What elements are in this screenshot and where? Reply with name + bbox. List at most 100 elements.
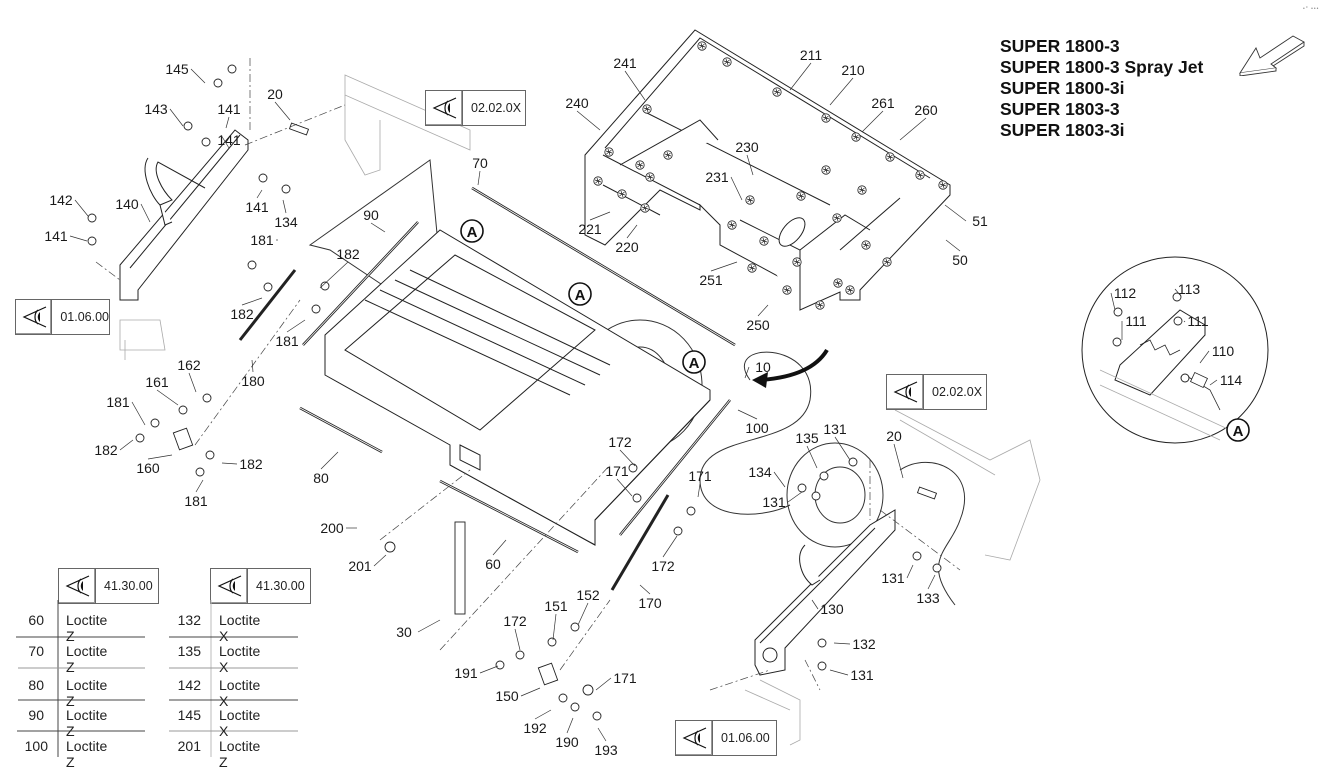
part-label-170: 170 — [638, 595, 662, 611]
part-number: 70 — [28, 643, 44, 659]
part-label-172: 172 — [503, 613, 527, 629]
leader-line — [534, 709, 552, 720]
eye-view-icon — [16, 300, 53, 334]
part-label-51: 51 — [972, 213, 988, 229]
part-number: 60 — [28, 612, 44, 628]
leader-line — [119, 439, 134, 451]
model-list: SUPER 1800-3 SUPER 1800-3 Spray Jet SUPE… — [1000, 36, 1203, 141]
part-label-134: 134 — [274, 214, 298, 230]
leader-line — [829, 77, 854, 106]
reference-code: 02.02.0X — [932, 385, 983, 399]
leader-line — [320, 451, 339, 470]
part-label-110: 110 — [1212, 343, 1235, 359]
part-label-220: 220 — [615, 239, 639, 255]
right-frame-outline — [744, 409, 1041, 746]
part-label-132: 132 — [852, 636, 876, 652]
leader-line — [806, 445, 818, 469]
part-label-182: 182 — [336, 246, 360, 262]
leader-line — [69, 235, 88, 242]
reference-box-01-06-00[interactable]: 01.06.00 — [15, 299, 110, 335]
detail-marker-a: A — [575, 287, 586, 304]
leader-line — [417, 619, 441, 633]
loctite-table-grid — [16, 600, 298, 757]
eye-view-icon — [676, 721, 713, 755]
part-label-50: 50 — [952, 252, 968, 268]
part-label-251: 251 — [699, 272, 723, 288]
bracket-130 — [754, 509, 896, 676]
leader-line — [188, 372, 197, 393]
part-label-172: 172 — [608, 434, 632, 450]
compound: Loctite X — [219, 707, 261, 739]
reference-box-41-30-00[interactable]: 41.30.00 — [58, 568, 159, 604]
leader-line — [576, 110, 601, 131]
leader-line — [251, 359, 254, 373]
part-number: 100 — [24, 738, 48, 754]
part-label-30: 30 — [396, 624, 412, 640]
part-label-152: 152 — [576, 587, 600, 603]
part-label-162: 162 — [177, 357, 201, 373]
bracket-140 — [119, 129, 249, 301]
part-label-190: 190 — [555, 734, 579, 750]
part-label-240: 240 — [565, 95, 589, 111]
direction-arrow — [752, 348, 829, 388]
part-label-182: 182 — [94, 442, 118, 458]
part-label-181: 181 — [184, 493, 208, 509]
reference-box-02-02-0x[interactable]: 02.02.0X — [425, 90, 526, 126]
leader-line — [829, 669, 849, 676]
part-label-160: 160 — [136, 460, 160, 476]
part-label-114: 114 — [1220, 372, 1243, 388]
leader-line — [319, 261, 349, 289]
leader-line — [595, 677, 612, 691]
reference-box-41-30-00[interactable]: 41.30.00 — [210, 568, 311, 604]
model-name: SUPER 1803-3 — [1000, 99, 1120, 119]
leader-line — [899, 117, 927, 141]
leader-line — [927, 574, 936, 590]
part-number: 80 — [28, 677, 44, 693]
leader-line — [906, 564, 914, 579]
reference-code: 41.30.00 — [256, 579, 305, 593]
part-label-250: 250 — [746, 317, 770, 333]
leader-line — [861, 110, 884, 133]
part-label-100: 100 — [745, 420, 769, 436]
leader-line — [1174, 288, 1181, 296]
leader-line — [833, 642, 851, 645]
main-housing-10 — [324, 229, 711, 546]
part-label-191: 191 — [454, 665, 478, 681]
reference-code: 02.02.0X — [471, 101, 522, 115]
model-name: SUPER 1800-3 Spray Jet — [1000, 57, 1204, 77]
model-name: SUPER 1803-3i — [1000, 120, 1125, 140]
compound: Loctite X — [219, 677, 261, 709]
small-hardware — [87, 64, 1183, 721]
part-label-211: 211 — [800, 47, 823, 63]
part-label-181: 181 — [250, 232, 274, 248]
part-label-192: 192 — [523, 720, 547, 736]
leader-line — [624, 70, 646, 101]
part-label-180: 180 — [241, 373, 265, 389]
leader-line — [74, 199, 89, 217]
part-label-221: 221 — [578, 221, 602, 237]
leader-line — [140, 203, 151, 223]
reference-box-01-06-00[interactable]: 01.06.00 — [675, 720, 777, 756]
leader-line — [492, 539, 507, 556]
leader-line — [479, 665, 499, 674]
part-label-141: 141 — [217, 101, 241, 117]
leader-line — [757, 304, 769, 317]
leader-line — [1199, 350, 1210, 364]
leader-line — [626, 224, 638, 239]
leader-line — [744, 366, 750, 379]
part-label-112: 112 — [1114, 285, 1137, 301]
part-label-141: 141 — [217, 132, 241, 148]
eye-view-icon — [211, 569, 248, 603]
leader-line — [577, 602, 589, 626]
leader-line — [737, 409, 758, 420]
part-label-142: 142 — [49, 192, 73, 208]
reference-box-02-02-0x[interactable]: 02.02.0X — [886, 374, 987, 410]
eye-view-icon — [887, 375, 924, 409]
detail-circle-a — [1081, 256, 1269, 444]
leader-line — [746, 154, 754, 176]
compound: Loctite Z — [66, 612, 108, 644]
leader-line — [220, 134, 230, 149]
part-label-141: 141 — [44, 228, 68, 244]
part-label-131: 131 — [850, 667, 874, 683]
